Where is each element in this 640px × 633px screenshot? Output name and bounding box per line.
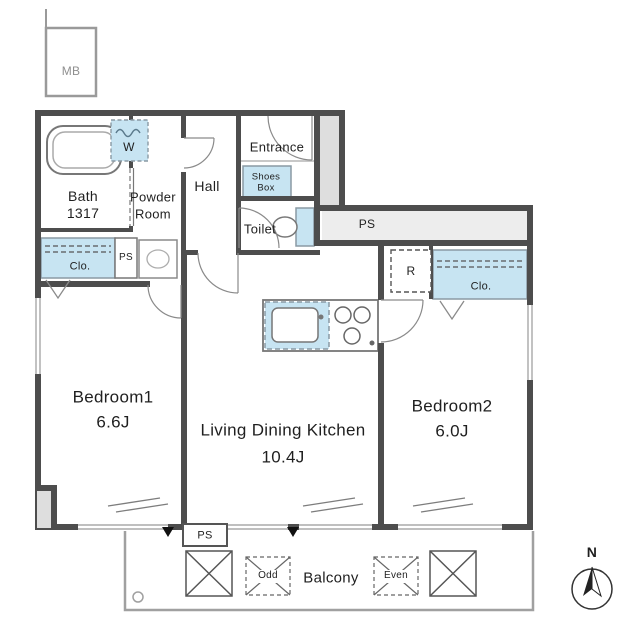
opening-marker-triangles xyxy=(162,527,299,537)
door-swings xyxy=(147,115,424,343)
closet-right-box xyxy=(432,249,528,300)
even-label: Even xyxy=(384,570,408,581)
pipe-space-bottom-box xyxy=(182,523,228,547)
washer-box xyxy=(110,119,149,162)
bath-size-label: 1317 xyxy=(66,205,100,221)
north-label: N xyxy=(586,544,598,560)
pipe-space-left-box xyxy=(114,237,138,279)
even-label-chip xyxy=(378,570,415,583)
sink-icon xyxy=(271,307,324,343)
ps-top-label: PS xyxy=(358,217,376,231)
bedroom2-size-label: 6.0J xyxy=(435,421,469,441)
entrance-label: Entrance xyxy=(249,139,305,155)
bedroom1-label: Bedroom1 xyxy=(72,387,154,407)
blue-fixtures xyxy=(40,165,528,350)
balcony-drain-icon xyxy=(132,591,144,603)
compass-icon xyxy=(571,566,613,610)
bedroom1-size-label: 6.6J xyxy=(96,412,130,432)
closet-door-marks xyxy=(45,279,465,321)
closet-rails xyxy=(45,245,523,268)
shoes-box-label-1: Shoes xyxy=(251,171,281,183)
windows xyxy=(35,298,533,530)
hall-label: Hall xyxy=(194,178,220,194)
washer-label: W xyxy=(123,140,135,154)
water-wave-icon xyxy=(115,128,141,138)
closet-right-label: Clo. xyxy=(470,280,492,293)
odd-label-chip xyxy=(250,570,287,583)
balcony-label: Balcony xyxy=(303,569,359,587)
ps-left-label: PS xyxy=(119,252,133,263)
meter-box xyxy=(44,26,98,98)
ldk-size-label: 10.4J xyxy=(261,447,305,467)
bedroom2-label: Bedroom2 xyxy=(411,396,493,416)
powder-room-label-1: Powder xyxy=(130,189,176,205)
ps-bottom-label: PS xyxy=(197,529,213,542)
bathtub-icon xyxy=(46,125,122,175)
closet-left-box xyxy=(40,237,116,279)
stove-icon xyxy=(334,306,375,346)
ps-duct-strip xyxy=(322,211,527,240)
balcony-hatched-boxes xyxy=(185,550,477,597)
toilet-tank-icon xyxy=(295,207,315,247)
washbasin-icon xyxy=(138,239,178,279)
toilet-label: Toilet xyxy=(243,221,277,237)
bath-sliding-door xyxy=(129,168,135,226)
ldk-label: Living Dining Kitchen xyxy=(200,420,366,440)
bath-label: Bath xyxy=(68,188,98,204)
powder-room-label-2: Room xyxy=(135,206,171,222)
closet-left-label: Clo. xyxy=(69,260,91,273)
mb-label: MB xyxy=(61,64,81,78)
odd-label: Odd xyxy=(258,570,278,581)
balcony-outline xyxy=(123,531,535,612)
shoes-box-label-2: Box xyxy=(257,182,275,194)
refrigerator-space xyxy=(390,249,432,293)
window-sash-marks xyxy=(107,497,474,513)
refrigerator-label: R xyxy=(406,264,416,278)
